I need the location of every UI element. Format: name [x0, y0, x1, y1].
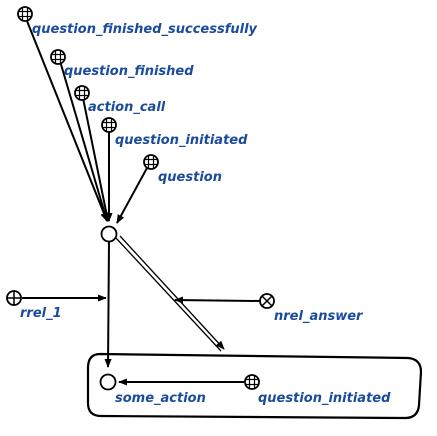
node-action-call: [74, 85, 90, 101]
node-some-action: [99, 373, 117, 391]
label-question-finished-successfully: question_finished_successfully: [32, 22, 258, 37]
label-action-call: action_call: [88, 100, 166, 115]
empty-circle-icon: [100, 225, 118, 243]
label-question: question: [158, 170, 222, 185]
hashed-circle-icon: [101, 117, 117, 133]
hashed-circle-icon: [143, 154, 159, 170]
label-some-action: some_action: [115, 391, 206, 406]
edge-answer-double-arc-b: [119, 235, 225, 350]
hashed-circle-icon: [244, 374, 260, 390]
edge-q-to-center: [116, 167, 148, 224]
edge-qf-to-center: [59, 60, 109, 222]
label-question-finished: question_finished: [64, 64, 194, 79]
x-circle-icon: [259, 293, 275, 309]
node-question: [143, 154, 159, 170]
node-question-finished-successfully: [17, 6, 33, 22]
hashed-circle-icon: [17, 6, 33, 22]
edge-ac-to-center: [82, 97, 110, 222]
node-question-initiated: [101, 117, 117, 133]
hashed-circle-icon: [50, 49, 66, 65]
empty-circle-icon: [99, 373, 117, 391]
node-question-initiated-inner: [244, 374, 260, 390]
node-nrel-answer: [259, 293, 275, 309]
node-rrel-1: [6, 290, 22, 306]
edge-center-to-some-action: [104, 241, 112, 368]
node-question-finished: [50, 49, 66, 65]
edge-nrel-to-arc: [174, 296, 261, 304]
label-rrel-1: rrel_1: [20, 306, 62, 321]
label-question-initiated-inner: question_initiated: [258, 391, 391, 406]
edge-answer-double-arc-a: [115, 237, 222, 352]
hashed-circle-icon: [74, 85, 90, 101]
node-center: [100, 225, 118, 243]
crossed-circle-icon: [6, 290, 22, 306]
label-question-initiated: question_initiated: [115, 133, 248, 148]
label-nrel-answer: nrel_answer: [274, 309, 364, 324]
edge-qfs-to-center: [26, 20, 108, 222]
